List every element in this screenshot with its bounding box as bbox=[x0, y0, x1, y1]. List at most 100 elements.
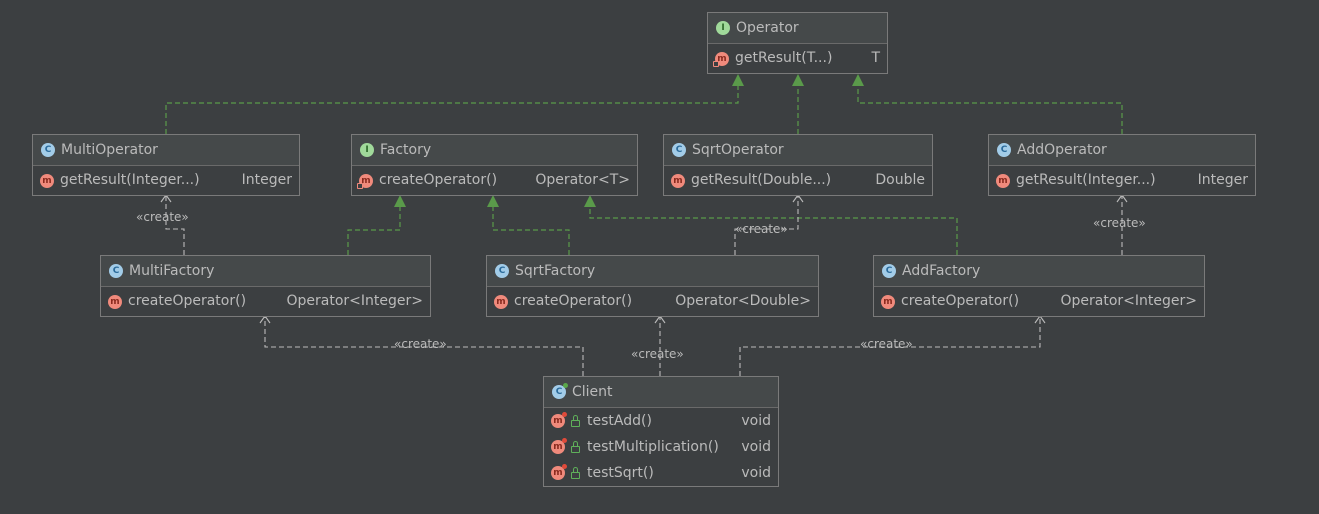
create-label-multi: «create» bbox=[136, 210, 189, 224]
method-icon: m bbox=[671, 173, 685, 188]
method-name: testAdd() bbox=[587, 413, 652, 429]
abstract-method-icon: m bbox=[357, 173, 373, 189]
class-box-addfactory[interactable]: C AddFactory m createOperator() Operator… bbox=[873, 255, 1205, 317]
arrowhead-factory-left bbox=[394, 195, 406, 207]
class-box-multifactory[interactable]: C MultiFactory m createOperator() Operat… bbox=[100, 255, 431, 317]
class-header: C AddFactory bbox=[874, 256, 1204, 287]
interface-icon: I bbox=[716, 21, 730, 35]
realize-sqrtfactory-factory bbox=[492, 205, 570, 255]
method-row[interactable]: m getResult(T...) T bbox=[708, 44, 887, 73]
method-row[interactable]: m getResult(Integer...) Integer bbox=[989, 166, 1255, 195]
create-label-sqrt: «create» bbox=[735, 222, 788, 236]
method-row[interactable]: m createOperator() Operator<T> bbox=[352, 166, 637, 195]
method-icon: m bbox=[40, 173, 54, 188]
class-name: SqrtFactory bbox=[515, 263, 596, 279]
test-method-icon: m bbox=[551, 464, 567, 480]
method-row[interactable]: m createOperator() Operator<Double> bbox=[487, 287, 818, 316]
method-icon: m bbox=[881, 294, 895, 309]
test-method-icon: m bbox=[551, 412, 567, 428]
class-name: Client bbox=[572, 384, 613, 400]
method-name: testSqrt() bbox=[587, 465, 654, 481]
class-icon: C bbox=[672, 143, 686, 157]
class-name: SqrtOperator bbox=[692, 142, 784, 158]
method-row[interactable]: m testSqrt() void bbox=[544, 460, 778, 486]
class-box-client[interactable]: C Client m testAdd() void m testMultipli… bbox=[543, 376, 779, 487]
class-header: C AddOperator bbox=[989, 135, 1255, 166]
method-name: createOperator() bbox=[901, 293, 1020, 309]
class-header: I Operator bbox=[708, 13, 887, 44]
method-return-type: Integer bbox=[241, 172, 292, 188]
class-box-operator[interactable]: I Operator m getResult(T...) T bbox=[707, 12, 888, 74]
class-icon: C bbox=[109, 264, 123, 278]
method-return-type: void bbox=[741, 439, 771, 455]
arrowhead-operator-mid bbox=[792, 74, 804, 86]
method-return-type: void bbox=[741, 465, 771, 481]
realize-addfactory-factory bbox=[589, 205, 958, 255]
class-box-factory[interactable]: I Factory m createOperator() Operator<T> bbox=[351, 134, 638, 196]
create-label-client-multi: «create» bbox=[394, 337, 447, 351]
realize-multioperator-operator bbox=[165, 85, 739, 134]
method-row[interactable]: m getResult(Double...) Double bbox=[664, 166, 932, 195]
class-icon: C bbox=[997, 143, 1011, 157]
method-row[interactable]: m getResult(Integer...) Integer bbox=[33, 166, 299, 195]
method-name: createOperator() bbox=[514, 293, 633, 309]
method-icon: m bbox=[996, 173, 1010, 188]
public-lock-icon bbox=[571, 414, 580, 427]
method-name: createOperator() bbox=[128, 293, 247, 309]
public-lock-icon bbox=[571, 466, 580, 479]
method-return-type: Operator<Double> bbox=[675, 293, 811, 309]
arrowhead-operator-left bbox=[732, 74, 744, 86]
abstract-method-icon: m bbox=[713, 51, 729, 67]
method-row[interactable]: m createOperator() Operator<Integer> bbox=[874, 287, 1204, 316]
class-name: MultiOperator bbox=[61, 142, 158, 158]
class-icon: C bbox=[552, 383, 568, 399]
create-label-client-add: «create» bbox=[860, 337, 913, 351]
method-icon: m bbox=[108, 294, 122, 309]
create-label-add: «create» bbox=[1093, 216, 1146, 230]
method-return-type: T bbox=[871, 50, 880, 66]
method-return-type: Operator<Integer> bbox=[286, 293, 424, 309]
method-return-type: void bbox=[741, 413, 771, 429]
public-lock-icon bbox=[571, 440, 580, 453]
class-header: C MultiOperator bbox=[33, 135, 299, 166]
method-row[interactable]: m testAdd() void bbox=[544, 408, 778, 434]
class-header: C MultiFactory bbox=[101, 256, 430, 287]
class-box-sqrtfactory[interactable]: C SqrtFactory m createOperator() Operato… bbox=[486, 255, 819, 317]
method-return-type: Integer bbox=[1197, 172, 1248, 188]
method-row[interactable]: m testMultiplication() void bbox=[544, 434, 778, 460]
method-return-type: Double bbox=[875, 172, 925, 188]
method-return-type: Operator<Integer> bbox=[1060, 293, 1198, 309]
realize-addoperator-operator bbox=[857, 85, 1123, 134]
class-name: Factory bbox=[380, 142, 432, 158]
method-name: getResult(Integer...) bbox=[60, 172, 200, 188]
test-method-icon: m bbox=[551, 438, 567, 454]
dep-client-addfactory bbox=[739, 317, 1041, 376]
class-name: AddFactory bbox=[902, 263, 981, 279]
method-return-type: Operator<T> bbox=[535, 172, 630, 188]
method-name: getResult(T...) bbox=[735, 50, 833, 66]
realize-multifactory-factory bbox=[347, 205, 401, 255]
arrowhead-operator-right bbox=[852, 74, 864, 86]
arrowhead-factory-right bbox=[584, 195, 596, 207]
method-name: getResult(Double...) bbox=[691, 172, 832, 188]
class-header: C SqrtFactory bbox=[487, 256, 818, 287]
class-box-sqrtoperator[interactable]: C SqrtOperator m getResult(Double...) Do… bbox=[663, 134, 933, 196]
dep-multifactory-multioperator bbox=[165, 196, 185, 255]
method-row[interactable]: m createOperator() Operator<Integer> bbox=[101, 287, 430, 316]
arrowhead-factory-mid bbox=[487, 195, 499, 207]
interface-icon: I bbox=[360, 143, 374, 157]
class-icon: C bbox=[882, 264, 896, 278]
class-box-addoperator[interactable]: C AddOperator m getResult(Integer...) In… bbox=[988, 134, 1256, 196]
method-name: createOperator() bbox=[379, 172, 498, 188]
class-icon: C bbox=[495, 264, 509, 278]
create-label-client-sqrt: «create» bbox=[631, 347, 684, 361]
dep-sqrtfactory-sqrtoperator bbox=[734, 196, 799, 255]
dep-client-multifactory bbox=[264, 317, 584, 376]
method-name: getResult(Integer...) bbox=[1016, 172, 1156, 188]
class-box-multioperator[interactable]: C MultiOperator m getResult(Integer...) … bbox=[32, 134, 300, 196]
class-header: C Client bbox=[544, 377, 778, 408]
class-icon: C bbox=[41, 143, 55, 157]
class-name: AddOperator bbox=[1017, 142, 1107, 158]
